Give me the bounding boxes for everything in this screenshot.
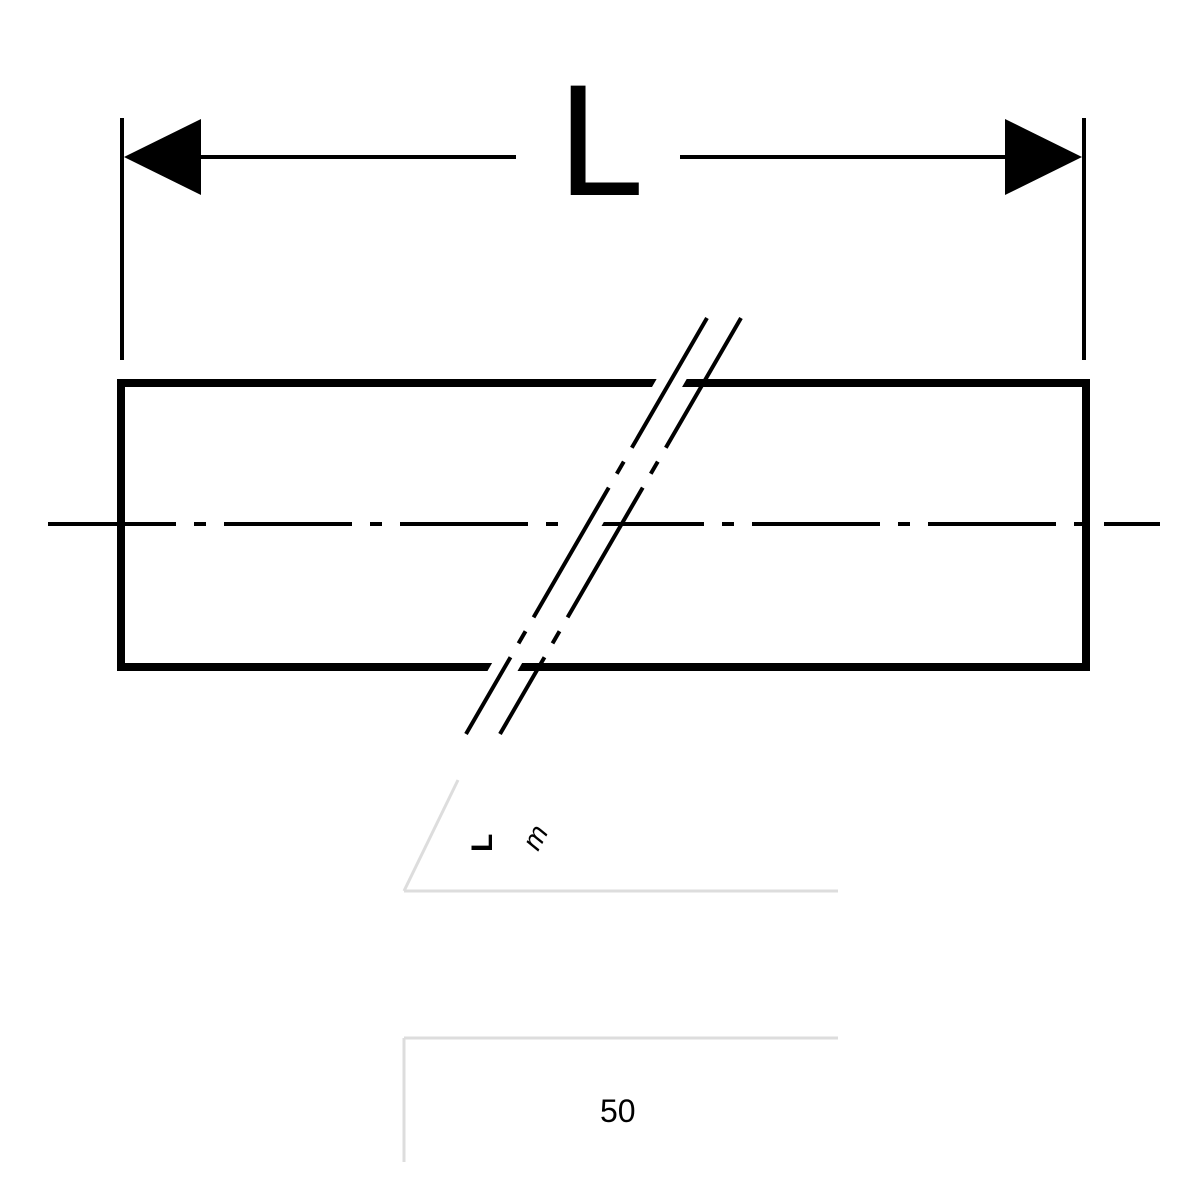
table-cell-value: 50 [600,1093,636,1129]
dimension-label: L [556,57,640,231]
header-slant-border [402,779,460,892]
right-arrowhead [1005,119,1082,195]
table-row: 50 [402,1036,838,1162]
left-arrowhead [124,119,201,195]
header-symbol-label: L [466,834,499,852]
break-line-lower [498,316,743,736]
break-mark [454,311,743,741]
header-unit-label: m [516,820,554,855]
table-header-cell: L m [402,779,838,893]
